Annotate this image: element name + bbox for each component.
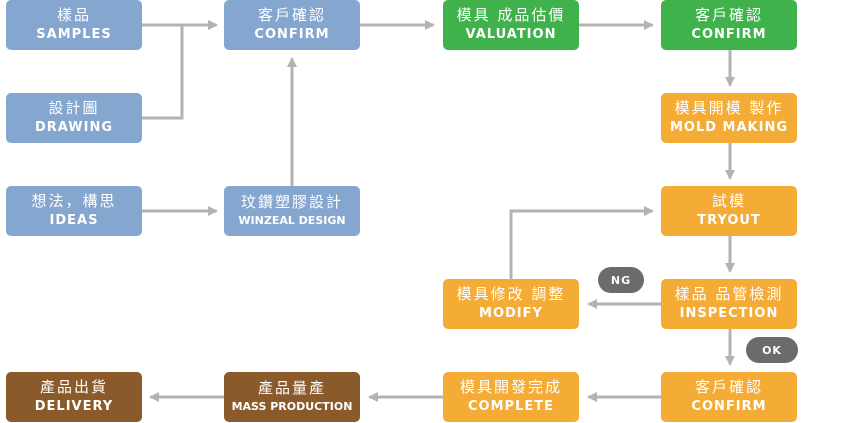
node-confirm-1-zh: 客戶確認 [257,6,326,25]
node-confirm-2-en: CONFIRM [691,27,767,43]
node-mass-production-zh: 產品量產 [257,379,326,398]
ok-badge: OK [746,337,798,363]
node-mass-production: 產品量產 MASS PRODUCTION [224,372,360,422]
node-mold-making: 模具開模 製作 MOLD MAKING [661,93,797,143]
node-samples-en: SAMPLES [36,27,112,43]
node-mold-making-zh: 模具開模 製作 [674,99,784,118]
node-confirm-2: 客戶確認 CONFIRM [661,0,797,50]
node-valuation-zh: 模具 成品估價 [456,6,566,25]
node-modify: 模具修改 調整 MODIFY [443,279,579,329]
node-ideas-zh: 想法，構思 [31,192,117,211]
node-delivery: 產品出貨 DELIVERY [6,372,142,422]
node-modify-en: MODIFY [479,306,543,322]
node-tryout-zh: 試模 [711,192,746,211]
node-winzeal-design-zh: 玟鑽塑膠設計 [240,193,343,212]
node-complete-en: COMPLETE [468,399,554,415]
node-samples: 樣品 SAMPLES [6,0,142,50]
node-confirm-3-en: CONFIRM [691,399,767,415]
node-modify-zh: 模具修改 調整 [456,285,566,304]
node-inspection: 樣品 品管檢測 INSPECTION [661,279,797,329]
node-inspection-en: INSPECTION [679,306,779,322]
node-complete: 模具開發完成 COMPLETE [443,372,579,422]
node-ideas: 想法，構思 IDEAS [6,186,142,236]
node-winzeal-design-en: WINZEAL DESIGN [238,214,346,228]
node-complete-zh: 模具開發完成 [459,378,562,397]
node-mold-making-en: MOLD MAKING [669,120,789,136]
node-drawing-en: DRAWING [34,120,113,136]
arrow-drawing-to-confirm [140,20,218,120]
ng-badge: NG [598,267,644,293]
node-samples-zh: 樣品 [56,6,91,25]
node-confirm-1: 客戶確認 CONFIRM [224,0,360,50]
node-confirm-3-zh: 客戶確認 [694,378,763,397]
node-tryout-en: TRYOUT [697,213,761,229]
node-valuation-en: VALUATION [465,27,557,43]
node-valuation: 模具 成品估價 VALUATION [443,0,579,50]
node-mass-production-en: MASS PRODUCTION [231,400,353,414]
node-drawing: 設計圖 DRAWING [6,93,142,143]
node-confirm-3: 客戶確認 CONFIRM [661,372,797,422]
node-ideas-en: IDEAS [49,213,99,229]
node-delivery-en: DELIVERY [34,399,114,415]
node-winzeal-design: 玟鑽塑膠設計 WINZEAL DESIGN [224,186,360,236]
node-delivery-zh: 產品出貨 [39,378,108,397]
node-confirm-2-zh: 客戶確認 [694,6,763,25]
node-inspection-zh: 樣品 品管檢測 [674,285,784,304]
node-drawing-zh: 設計圖 [48,99,100,118]
node-confirm-1-en: CONFIRM [254,27,330,43]
node-tryout: 試模 TRYOUT [661,186,797,236]
